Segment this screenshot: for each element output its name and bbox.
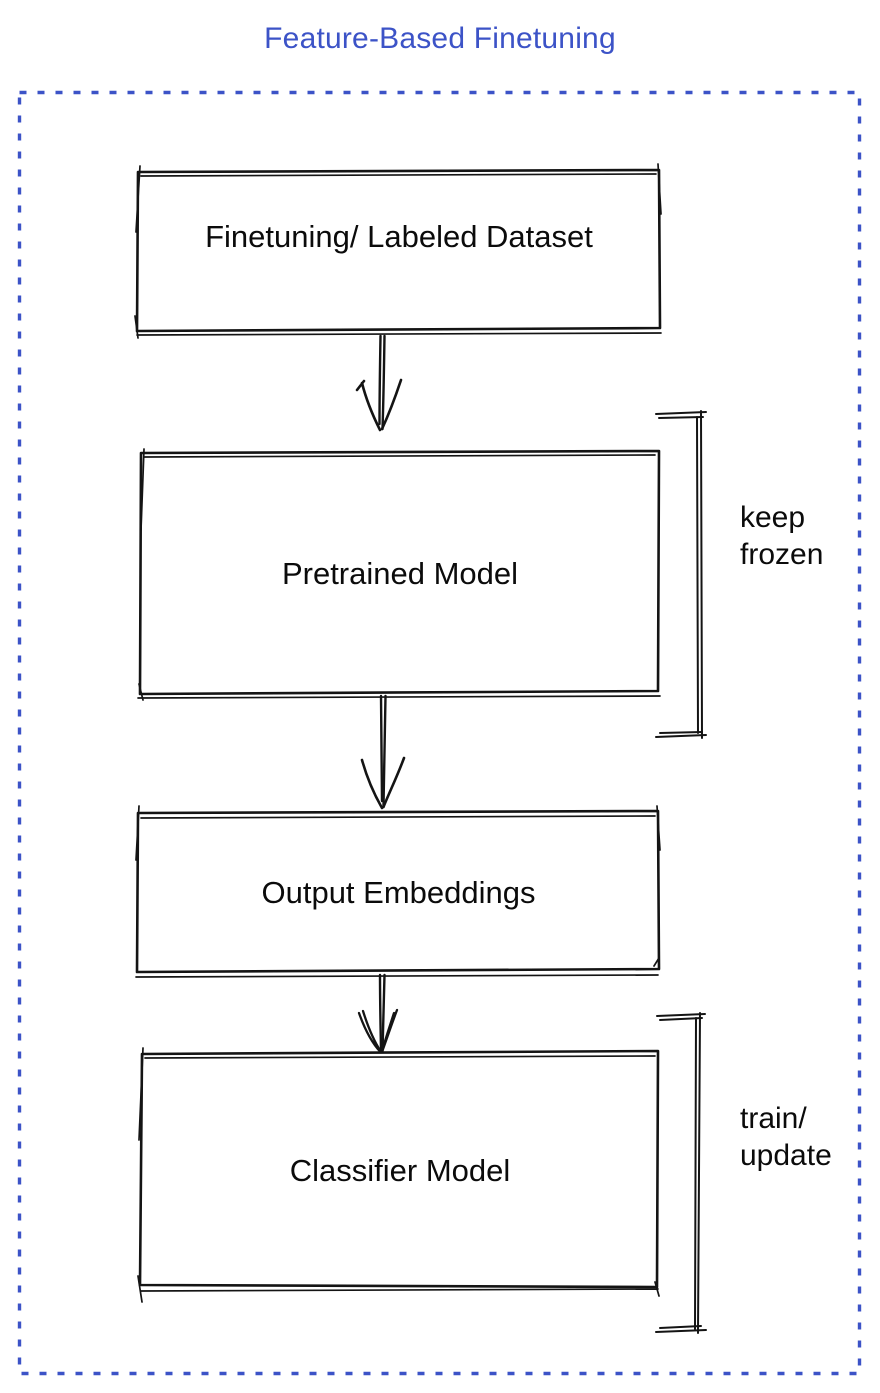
node-pretrained-model-box <box>138 449 661 696</box>
annotation-line: frozen <box>740 538 824 571</box>
node-classifier-model <box>137 1047 660 1303</box>
arrow-shaft <box>378 334 382 426</box>
bracket-keep-frozen <box>655 410 707 739</box>
arrow-head <box>382 756 406 809</box>
arrow-shaft <box>379 694 384 803</box>
arrow-pretrained-to-embeddings <box>360 694 406 810</box>
node-output-embeddings <box>135 805 661 978</box>
node-pretrained-model <box>137 448 661 701</box>
arrow-shaft <box>381 334 386 431</box>
bracket-side <box>696 410 703 739</box>
arrow-head <box>360 758 384 810</box>
arrow-head <box>380 1008 399 1054</box>
annotation-line: update <box>740 1139 832 1172</box>
annotation-keep-frozen: keep frozen <box>740 499 823 573</box>
bracket-top <box>656 1013 706 1021</box>
node-label-finetuning-dataset: Finetuning/ Labeled Dataset <box>205 218 593 254</box>
arrow-head <box>355 379 382 432</box>
node-output-embeddings-box <box>135 809 661 974</box>
arrow-shaft <box>381 973 386 1053</box>
arrow-shaft <box>382 694 387 808</box>
diagram-title: Feature-Based Finetuning <box>264 22 616 55</box>
bracket-train-update <box>655 1012 707 1334</box>
bracket-bottom <box>655 731 707 738</box>
annotation-train-update: train/ update <box>740 1100 832 1174</box>
bracket-bottom <box>655 1325 707 1333</box>
node-finetuning-dataset-box <box>135 168 662 333</box>
node-label-pretrained-model: Pretrained Model <box>281 555 519 591</box>
arrow-embeddings-to-classifier <box>357 973 399 1054</box>
bracket-side <box>694 1012 701 1334</box>
arrow-head <box>380 378 403 431</box>
arrow-dataset-to-pretrained <box>355 334 403 432</box>
node-classifier-model-sketch <box>137 1047 660 1303</box>
annotation-line: train/ <box>740 1102 807 1135</box>
node-label-classifier-model: Classifier Model <box>289 1152 511 1188</box>
node-finetuning-dataset-sketch <box>134 163 662 339</box>
arrow-shaft <box>378 973 383 1052</box>
node-label-output-embeddings: Output Embeddings <box>261 874 536 910</box>
dashed-border <box>17 90 862 1376</box>
node-pretrained-model-sketch <box>137 448 661 701</box>
arrow-head <box>357 1009 382 1054</box>
bracket-top <box>655 411 707 419</box>
node-output-embeddings-sketch <box>135 805 661 978</box>
annotation-line: keep <box>740 501 806 534</box>
node-finetuning-dataset <box>134 163 662 339</box>
